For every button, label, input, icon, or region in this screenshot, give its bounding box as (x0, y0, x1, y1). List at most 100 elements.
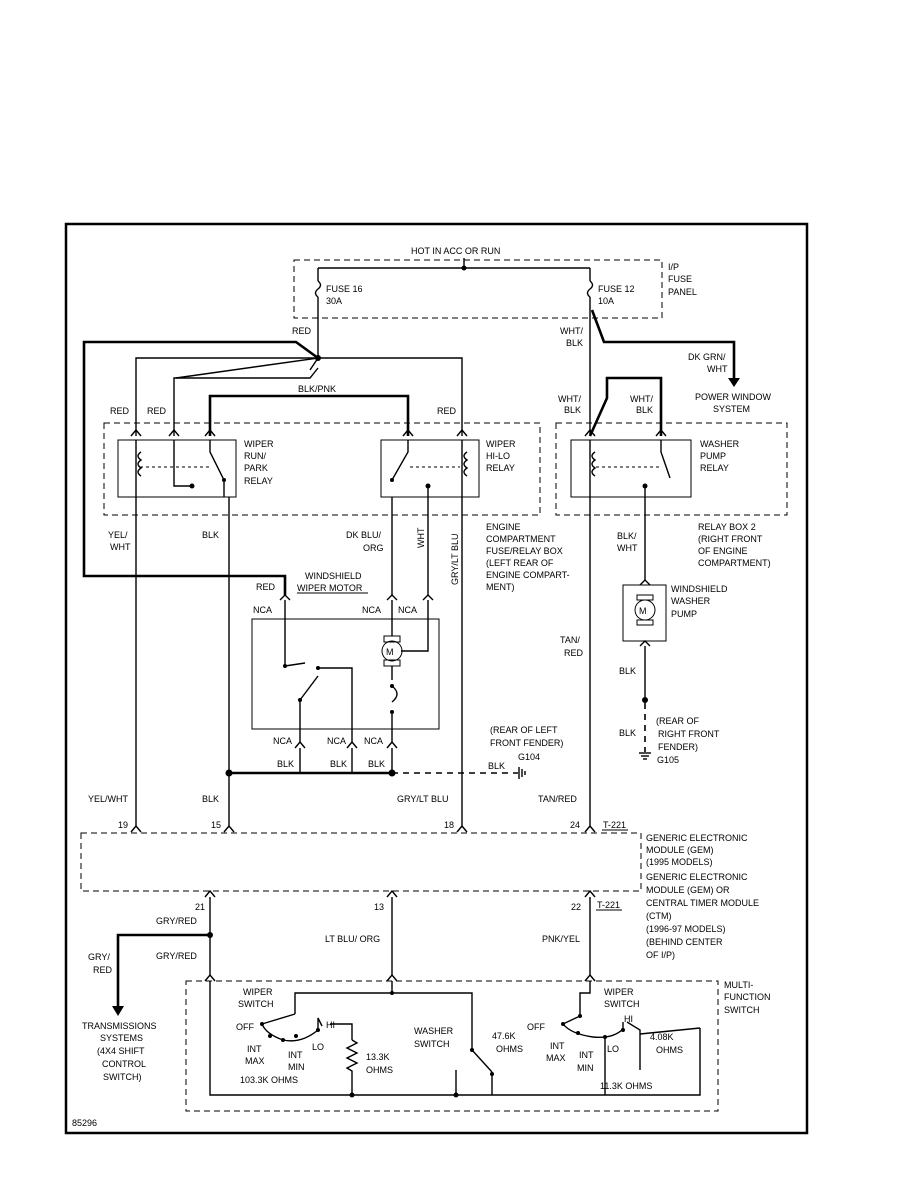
svg-text:GRY/RED: GRY/RED (156, 951, 197, 961)
svg-text:G105: G105 (657, 755, 679, 765)
svg-text:(BEHIND CENTER: (BEHIND CENTER (646, 937, 723, 947)
svg-text:NCA: NCA (327, 736, 346, 746)
svg-text:47.6K: 47.6K (492, 1031, 516, 1041)
svg-text:SWITCH: SWITCH (414, 1039, 450, 1049)
svg-text:OHMS: OHMS (496, 1044, 523, 1054)
svg-text:PUMP: PUMP (671, 609, 697, 619)
svg-text:OHMS: OHMS (366, 1065, 393, 1075)
svg-text:HI: HI (624, 1014, 633, 1024)
svg-text:WHT/: WHT/ (630, 394, 653, 404)
svg-text:MENT): MENT) (486, 582, 515, 592)
svg-text:DK BLU/: DK BLU/ (346, 530, 382, 540)
svg-text:ENGINE COMPART-: ENGINE COMPART- (486, 570, 570, 580)
svg-text:PNK/YEL: PNK/YEL (542, 934, 580, 944)
svg-text:RED: RED (256, 582, 276, 592)
svg-text:WHT: WHT (707, 364, 728, 374)
svg-text:WASHER: WASHER (414, 1026, 454, 1036)
svg-text:WHT: WHT (617, 543, 638, 553)
svg-text:OHMS: OHMS (656, 1045, 683, 1055)
svg-text:4.08K: 4.08K (650, 1032, 674, 1042)
svg-text:INT: INT (288, 1050, 303, 1060)
svg-text:TAN/: TAN/ (560, 635, 580, 645)
svg-text:PUMP: PUMP (700, 451, 726, 461)
svg-text:T-221: T-221 (597, 900, 620, 910)
svg-text:RED: RED (110, 406, 130, 416)
svg-text:BLK: BLK (330, 759, 347, 769)
ground-g104: BLK BLK BLK BLK (REAR OF LEFT FRONT FEND… (225, 725, 563, 779)
svg-text:GRY/LT BLU: GRY/LT BLU (397, 794, 449, 804)
diagram-frame (64, 222, 809, 1135)
svg-text:RED: RED (93, 965, 113, 975)
svg-text:(1996-97 MODELS): (1996-97 MODELS) (646, 924, 726, 934)
svg-text:WIPER MOTOR: WIPER MOTOR (297, 583, 363, 593)
svg-text:INT: INT (247, 1044, 262, 1054)
svg-text:RED: RED (437, 406, 457, 416)
svg-text:(REAR OF: (REAR OF (656, 716, 700, 726)
svg-text:(CTM): (CTM) (646, 911, 672, 921)
windshield-washer-pump: M WINDSHIELD WASHER PUMP BLK BLK (REAR O… (619, 579, 728, 765)
svg-text:BLK: BLK (619, 666, 636, 676)
svg-text:YEL/: YEL/ (108, 530, 128, 540)
svg-text:PANEL: PANEL (668, 287, 697, 297)
svg-text:BLK: BLK (636, 405, 653, 415)
svg-text:G104: G104 (518, 752, 540, 762)
svg-text:M: M (386, 647, 394, 657)
svg-text:FENDER): FENDER) (658, 742, 698, 752)
svg-text:LO: LO (607, 1044, 619, 1054)
svg-text:BLK/: BLK/ (617, 531, 637, 541)
svg-text:WHT/: WHT/ (558, 394, 581, 404)
svg-text:BLK: BLK (566, 338, 583, 348)
svg-text:MIN: MIN (577, 1063, 594, 1073)
svg-text:RED: RED (147, 406, 167, 416)
svg-text:SYSTEMS: SYSTEMS (100, 1033, 143, 1043)
engine-fuse-relay-box: ENGINE COMPARTMENT FUSE/RELAY BOX (LEFT … (103, 422, 570, 592)
svg-text:FUSE/RELAY BOX: FUSE/RELAY BOX (486, 546, 563, 556)
svg-text:WHT: WHT (416, 527, 426, 548)
svg-text:NCA: NCA (253, 605, 272, 615)
svg-text:MULTI-: MULTI- (724, 980, 753, 990)
svg-text:21: 21 (195, 902, 205, 912)
svg-text:RUN/: RUN/ (244, 451, 266, 461)
svg-text:103.3K OHMS: 103.3K OHMS (240, 1075, 298, 1085)
svg-text:RELAY: RELAY (486, 463, 515, 473)
svg-text:ORG: ORG (363, 543, 384, 553)
svg-text:BLK: BLK (564, 405, 581, 415)
svg-text:LO: LO (312, 1042, 324, 1052)
svg-text:WASHER: WASHER (671, 596, 711, 606)
svg-text:CENTRAL TIMER MODULE: CENTRAL TIMER MODULE (646, 898, 759, 908)
svg-text:MODULE (GEM) OR: MODULE (GEM) OR (646, 885, 730, 895)
svg-text:ENGINE: ENGINE (486, 522, 521, 532)
svg-text:RELAY: RELAY (244, 476, 273, 486)
multi-function-switch: MULTI- FUNCTION SWITCH WIPER SWITCH OFF … (185, 973, 771, 1112)
svg-text:GRY/RED: GRY/RED (156, 916, 197, 926)
fuse-16: FUSE 16 30A (314, 268, 363, 358)
figure-id: 85296 (72, 1118, 97, 1128)
svg-text:TAN/RED: TAN/RED (538, 794, 577, 804)
svg-text:MAX: MAX (245, 1056, 265, 1066)
svg-text:SWITCH: SWITCH (238, 999, 274, 1009)
fuse12-outputs: WHT/ BLK DK GRN/ WHT POWER WINDOW SYSTEM… (558, 309, 771, 437)
svg-text:RIGHT FRONT: RIGHT FRONT (658, 729, 720, 739)
svg-text:10A: 10A (598, 296, 614, 306)
svg-text:OFF: OFF (236, 1022, 254, 1032)
svg-text:RELAY BOX 2: RELAY BOX 2 (698, 522, 756, 532)
svg-text:BLK: BLK (202, 794, 219, 804)
svg-text:TRANSMISSIONS: TRANSMISSIONS (82, 1021, 157, 1031)
svg-text:SWITCH): SWITCH) (103, 1072, 142, 1082)
svg-text:GENERIC ELECTRONIC: GENERIC ELECTRONIC (646, 872, 748, 882)
relay-output-wires: YEL/ WHT BLK DK BLU/ ORG WHT GRY/LT BLU … (108, 486, 646, 826)
svg-text:SYSTEM: SYSTEM (713, 404, 750, 414)
svg-text:WASHER: WASHER (700, 439, 740, 449)
svg-text:HOT IN ACC OR RUN: HOT IN ACC OR RUN (411, 246, 500, 256)
svg-text:CONTROL: CONTROL (102, 1059, 146, 1069)
gem-module: YEL/WHT BLK GRY/LT BLU TAN/RED 19 15 18 … (80, 794, 759, 960)
svg-text:PARK: PARK (244, 463, 268, 473)
red-feed-splice: RED RED RED RED BLK/PNK (82, 326, 463, 595)
svg-text:13.3K: 13.3K (366, 1052, 390, 1062)
svg-text:MODULE (GEM): MODULE (GEM) (646, 845, 714, 855)
svg-text:FUSE 16: FUSE 16 (326, 284, 363, 294)
svg-text:GENERIC ELECTRONIC: GENERIC ELECTRONIC (646, 833, 748, 843)
svg-text:BLK: BLK (277, 759, 294, 769)
svg-text:OF I/P): OF I/P) (646, 950, 675, 960)
svg-text:30A: 30A (326, 296, 342, 306)
